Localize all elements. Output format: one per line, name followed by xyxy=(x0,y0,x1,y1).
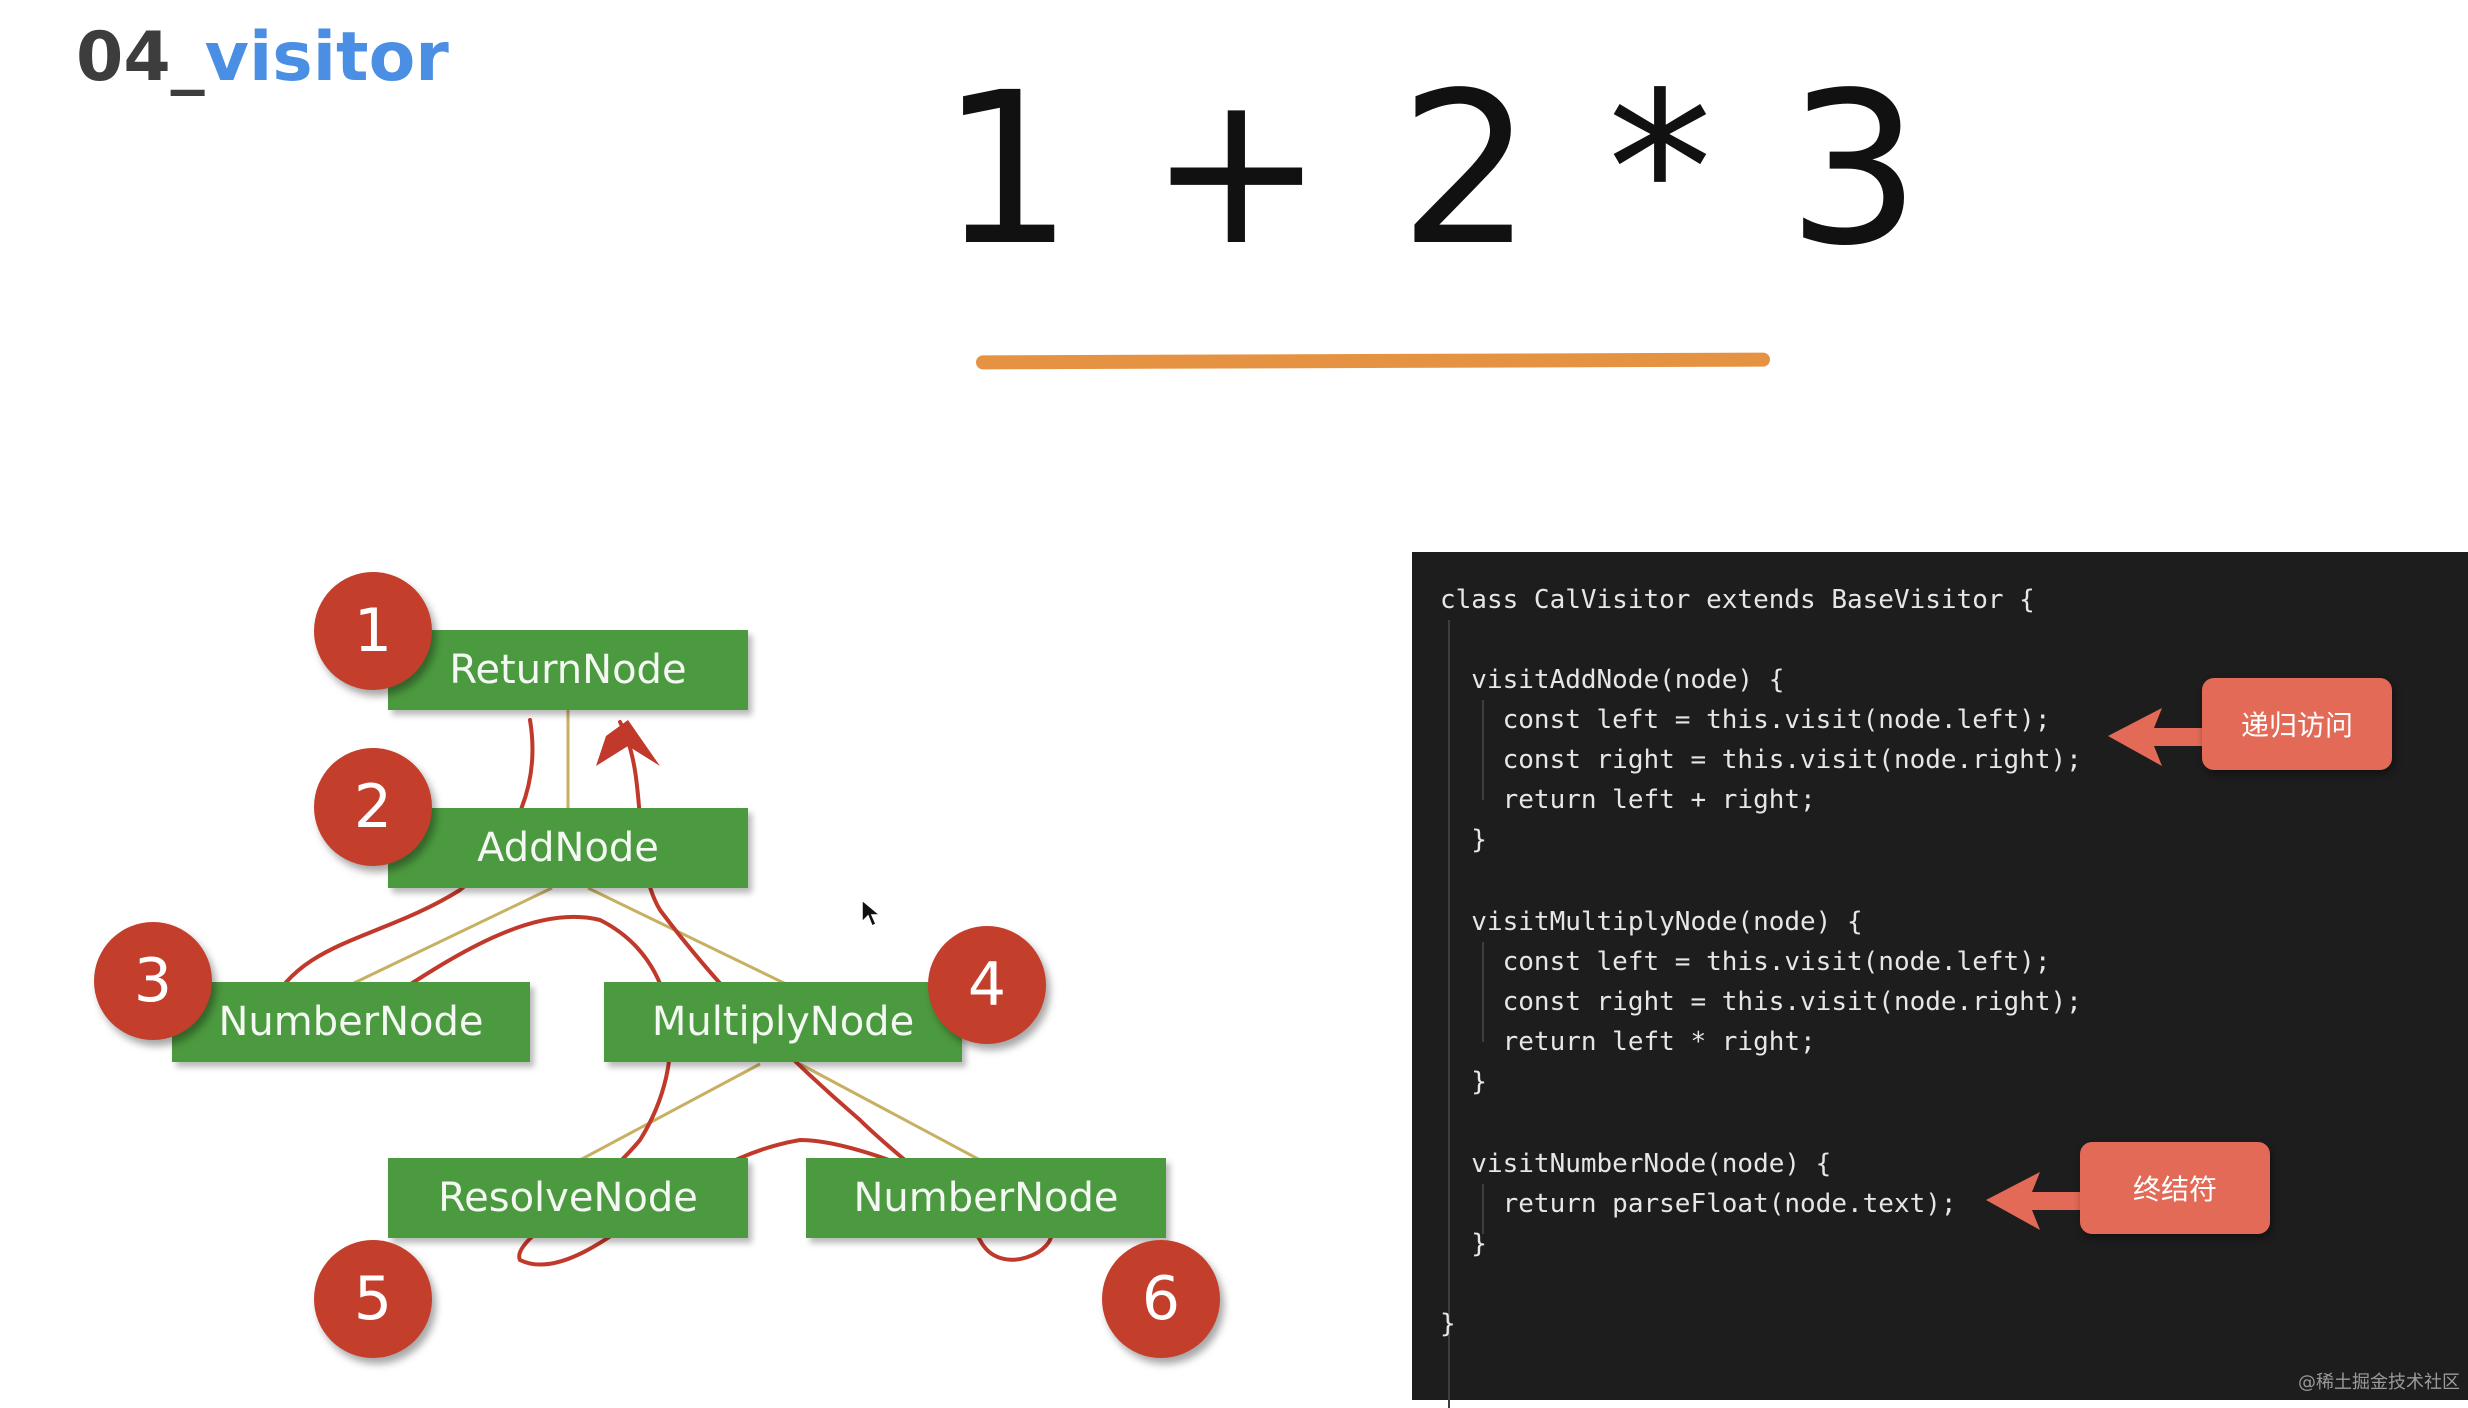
watermark: @稀土掘金技术社区 xyxy=(2298,1372,2460,1393)
ast-tree-diagram: ReturnNode AddNode NumberNode MultiplyNo… xyxy=(0,540,1300,1400)
code-line: visitMultiplyNode(node) { xyxy=(1440,907,1863,937)
tree-node-multiply: MultiplyNode xyxy=(604,982,962,1062)
code-line: } xyxy=(1440,1309,1456,1339)
code-line: } xyxy=(1440,1067,1487,1097)
callout-arrow-recursive xyxy=(2108,708,2230,766)
tree-node-return: ReturnNode xyxy=(388,630,748,710)
edge-multiply-number xyxy=(799,1062,981,1162)
code-line: const left = this.visit(node.left); xyxy=(1440,947,2051,977)
mouse-cursor-icon xyxy=(861,898,882,928)
order-badge-4: 4 xyxy=(928,926,1046,1044)
tree-node-add: AddNode xyxy=(388,808,748,888)
expression: 1 + 2 * 3 xyxy=(940,47,1925,292)
slide-title-word: visitor xyxy=(204,18,449,97)
code-line: } xyxy=(1440,825,1487,855)
code-line: class CalVisitor extends BaseVisitor { xyxy=(1440,585,2035,615)
traversal-arrowhead xyxy=(596,720,660,766)
tree-node-number-right: NumberNode xyxy=(806,1158,1166,1238)
code-line: } xyxy=(1440,1229,1487,1259)
edge-multiply-resolve xyxy=(579,1062,761,1162)
callout-terminal-symbol: 终结符 xyxy=(2080,1142,2270,1234)
tree-node-resolve: ResolveNode xyxy=(388,1158,748,1238)
tree-node-number-left: NumberNode xyxy=(172,982,530,1062)
indent-guide xyxy=(1482,700,1484,800)
slide-title: 04_visitor xyxy=(76,18,449,97)
code-line: const right = this.visit(node.right); xyxy=(1440,745,2082,775)
code-line: const left = this.visit(node.left); xyxy=(1440,705,2051,735)
code-line: return left + right; xyxy=(1440,785,1816,815)
expression-underline xyxy=(975,352,1771,370)
code-line: return parseFloat(node.text); xyxy=(1440,1189,1957,1219)
order-badge-6: 6 xyxy=(1102,1240,1220,1358)
edge-add-number xyxy=(351,886,553,986)
edge-add-multiply xyxy=(587,886,787,986)
order-badge-3: 3 xyxy=(94,922,212,1040)
order-badge-1: 1 xyxy=(314,572,432,690)
slide-title-number: 04_ xyxy=(76,18,205,97)
order-badge-2: 2 xyxy=(314,748,432,866)
indent-guide xyxy=(1448,620,1450,1408)
code-line: const right = this.visit(node.right); xyxy=(1440,987,2082,1017)
order-badge-5: 5 xyxy=(314,1240,432,1358)
callout-arrow-terminal xyxy=(1986,1172,2108,1230)
code-panel: class CalVisitor extends BaseVisitor { v… xyxy=(1412,552,2468,1408)
code-line: visitAddNode(node) { xyxy=(1440,665,1785,695)
indent-guide xyxy=(1482,1184,1484,1234)
code-line: visitNumberNode(node) { xyxy=(1440,1149,1832,1179)
indent-guide xyxy=(1482,942,1484,1042)
callout-recursive-visit: 递归访问 xyxy=(2202,678,2392,770)
code-line: return left * right; xyxy=(1440,1027,1816,1057)
